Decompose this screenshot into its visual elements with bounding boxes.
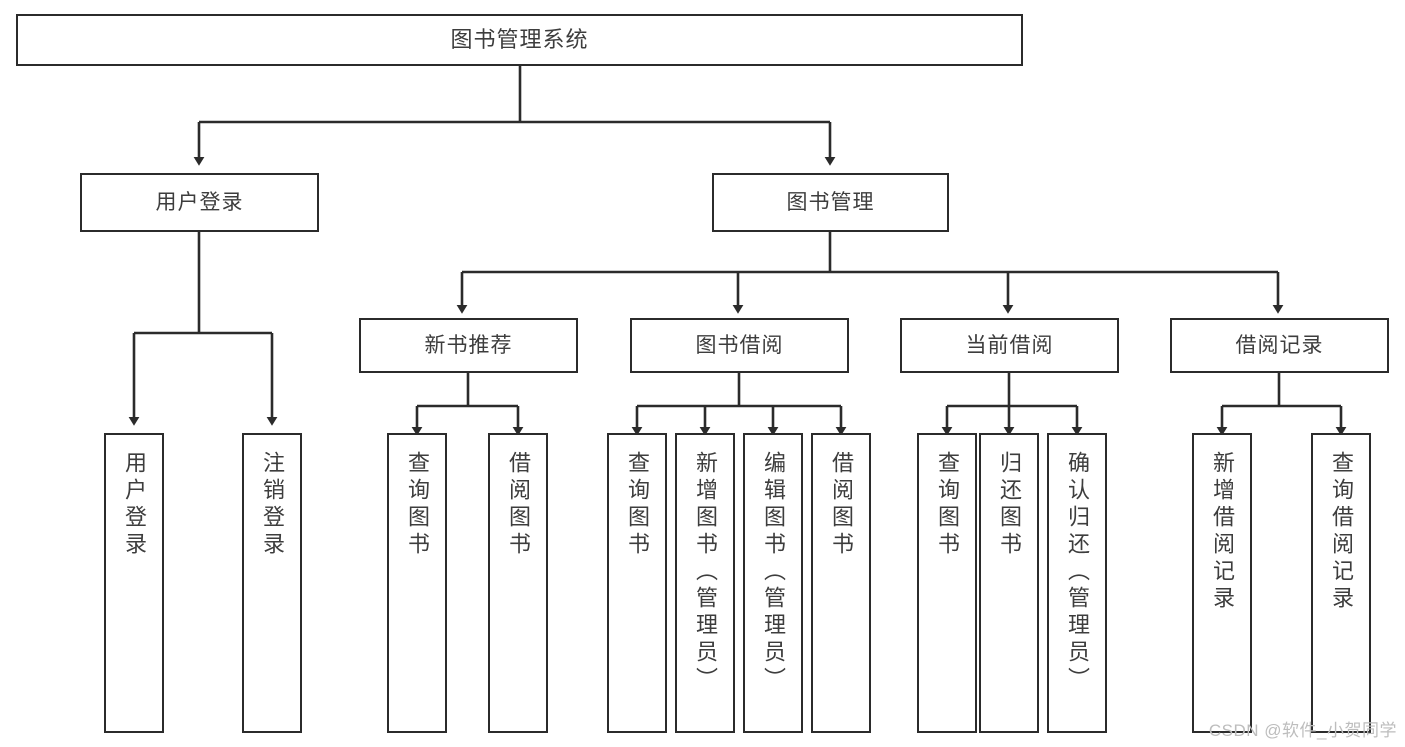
leaf-query-book-recommend[interactable]: 查询图书 xyxy=(387,433,447,733)
node-current-borrow[interactable]: 当前借阅 xyxy=(900,318,1119,373)
leaf-query-book-current[interactable]: 查询图书 xyxy=(917,433,977,733)
watermark: CSDN @软件_小贺同学 xyxy=(1208,721,1397,740)
leaf-query-book-borrow[interactable]: 查询图书 xyxy=(607,433,667,733)
node-label: 归还图书 xyxy=(997,451,1022,559)
node-label: 图书借阅 xyxy=(695,333,784,357)
leaf-add-book-admin[interactable]: 新增图书（管理员） xyxy=(675,433,735,733)
node-label: 新增图书（管理员） xyxy=(693,451,718,694)
node-book-management[interactable]: 图书管理 xyxy=(712,173,949,232)
leaf-borrow-book-recommend[interactable]: 借阅图书 xyxy=(488,433,548,733)
node-label: 编辑图书（管理员） xyxy=(761,451,786,694)
node-book-borrow[interactable]: 图书借阅 xyxy=(630,318,849,373)
leaf-return-book[interactable]: 归还图书 xyxy=(979,433,1039,733)
node-label: 查询图书 xyxy=(405,451,430,559)
node-label: 注销登录 xyxy=(260,451,285,559)
node-label: 借阅图书 xyxy=(829,451,854,559)
node-label: 用户登录 xyxy=(155,190,244,214)
leaf-add-borrow-record[interactable]: 新增借阅记录 xyxy=(1192,433,1252,733)
node-label: 确认归还（管理员） xyxy=(1065,451,1090,694)
node-label: 借阅记录 xyxy=(1235,333,1324,357)
node-root-system[interactable]: 图书管理系统 xyxy=(16,14,1023,66)
node-label: 图书管理 xyxy=(786,190,875,214)
node-label: 查询图书 xyxy=(935,451,960,559)
node-label: 新增借阅记录 xyxy=(1210,451,1235,613)
leaf-edit-book-admin[interactable]: 编辑图书（管理员） xyxy=(743,433,803,733)
node-user-login[interactable]: 用户登录 xyxy=(80,173,319,232)
node-label: 用户登录 xyxy=(122,451,147,559)
node-borrow-record[interactable]: 借阅记录 xyxy=(1170,318,1389,373)
node-label: 当前借阅 xyxy=(965,333,1054,357)
node-label: 图书管理系统 xyxy=(450,26,589,52)
leaf-borrow-book[interactable]: 借阅图书 xyxy=(811,433,871,733)
node-label: 查询借阅记录 xyxy=(1329,451,1354,613)
leaf-user-logout[interactable]: 注销登录 xyxy=(242,433,302,733)
node-label: 新书推荐 xyxy=(424,333,513,357)
node-label: 借阅图书 xyxy=(506,451,531,559)
leaf-confirm-return-admin[interactable]: 确认归还（管理员） xyxy=(1047,433,1107,733)
node-new-book-recommend[interactable]: 新书推荐 xyxy=(359,318,578,373)
node-label: 查询图书 xyxy=(625,451,650,559)
leaf-user-login[interactable]: 用户登录 xyxy=(104,433,164,733)
leaf-query-borrow-record[interactable]: 查询借阅记录 xyxy=(1311,433,1371,733)
